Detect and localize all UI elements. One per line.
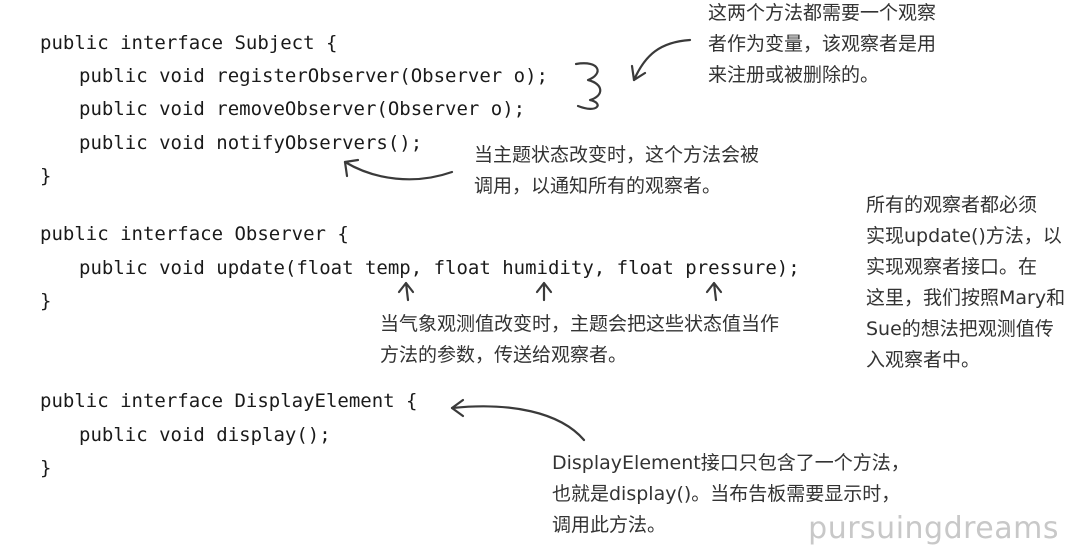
subject-interface-header: public interface Subject { (40, 32, 338, 54)
subject-method-notify: public void notifyObservers(); (79, 132, 423, 154)
subject-method-remove: public void removeObserver(Observer o); (79, 98, 526, 120)
arrow-to-notify-icon (343, 160, 454, 181)
annotation-observers-must: 所有的观察者都必须 实现update()方法，以 实现观察者接口。在 这里，我们… (866, 194, 1066, 371)
arrow-head-notify-icon (343, 158, 360, 178)
arrow-to-display-icon (450, 405, 586, 442)
display-interface-close: } (40, 457, 52, 479)
arrow-to-temp-icon (397, 281, 415, 302)
observer-interface-header: public interface Observer { (40, 223, 349, 245)
arrow-to-pressure-icon (705, 281, 723, 302)
display-interface-header: public interface DisplayElement { (40, 390, 418, 412)
arrow-head-display-icon (450, 398, 465, 418)
subject-interface-close: } (40, 165, 52, 187)
subject-method-register: public void registerObserver(Observer o)… (79, 65, 548, 87)
observer-method-update: public void update(float temp, float hum… (79, 257, 800, 279)
watermark: pursuingdreams (808, 511, 1059, 546)
arrow-to-brace-icon (632, 38, 692, 82)
annotation-display-element: DisplayElement接口只包含了一个方法， 也就是display()。当… (552, 452, 910, 536)
arrow-to-humidity-icon (535, 281, 553, 302)
arrow-head-brace-icon (630, 64, 647, 82)
annotation-notify: 当主题状态改变时，这个方法会被 调用，以通知所有的观察者。 (474, 144, 760, 197)
brace-icon (574, 62, 602, 110)
annotation-update-params: 当气象观测值改变时，主题会把这些状态值当作 方法的参数，传送给观察者。 (380, 313, 780, 366)
display-method-display: public void display(); (79, 424, 331, 446)
observer-interface-close: } (40, 290, 52, 312)
annotation-register-remove: 这两个方法都需要一个观察 者作为变量，该观察者是用 来注册或被删除的。 (708, 2, 937, 86)
